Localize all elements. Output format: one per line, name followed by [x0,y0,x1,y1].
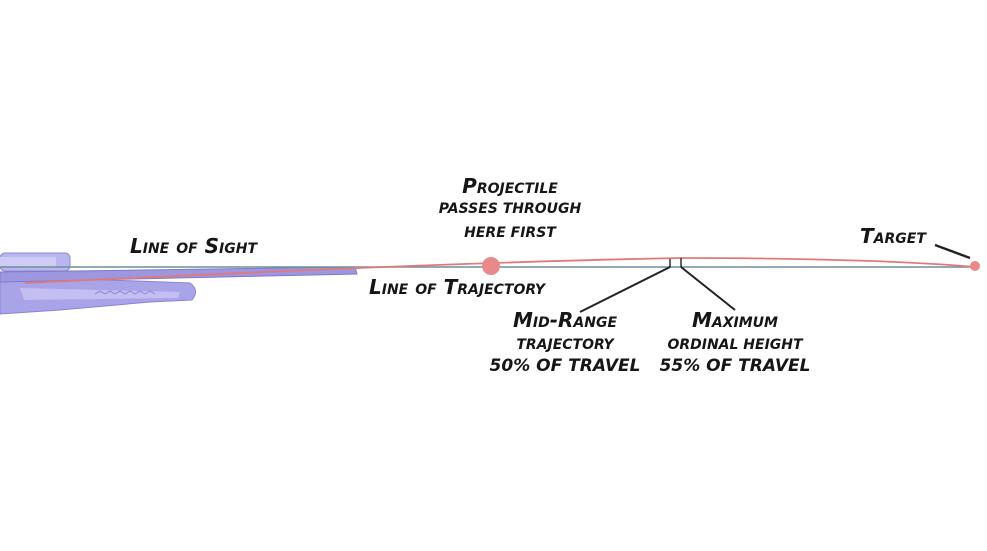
projectile-title: Projectile [462,174,558,198]
mid-range-title: Mid-Range [512,308,618,332]
max-height-leader [680,266,736,311]
target-marker [970,261,980,271]
line-of-trajectory-label: Line of Trajectory [369,275,546,299]
line-of-sight-label: Line of Sight [130,234,257,258]
target-leader [934,243,971,260]
mid-range-line2: trajectory [516,337,614,353]
target-label: Target [860,224,926,248]
projectile-line3: here first [464,225,556,241]
mid-range-line3: 50% of travel [489,356,641,376]
projectile-line2: passes through [438,201,582,217]
first-crossing-marker [482,257,500,275]
rifle-illustration [0,252,358,315]
maximum-title: Maximum [692,308,778,332]
maximum-line3: 55% of travel [659,356,811,376]
mid-range-leader [579,266,671,313]
line-of-trajectory [24,257,976,284]
maximum-callout: Maximum ordinal height 55% of travel [625,310,845,375]
projectile-callout: Projectile passes through here first [400,176,620,240]
maximum-line2: ordinal height [667,337,803,353]
mid-range-callout: Mid-Range trajectory 50% of travel [455,310,675,375]
